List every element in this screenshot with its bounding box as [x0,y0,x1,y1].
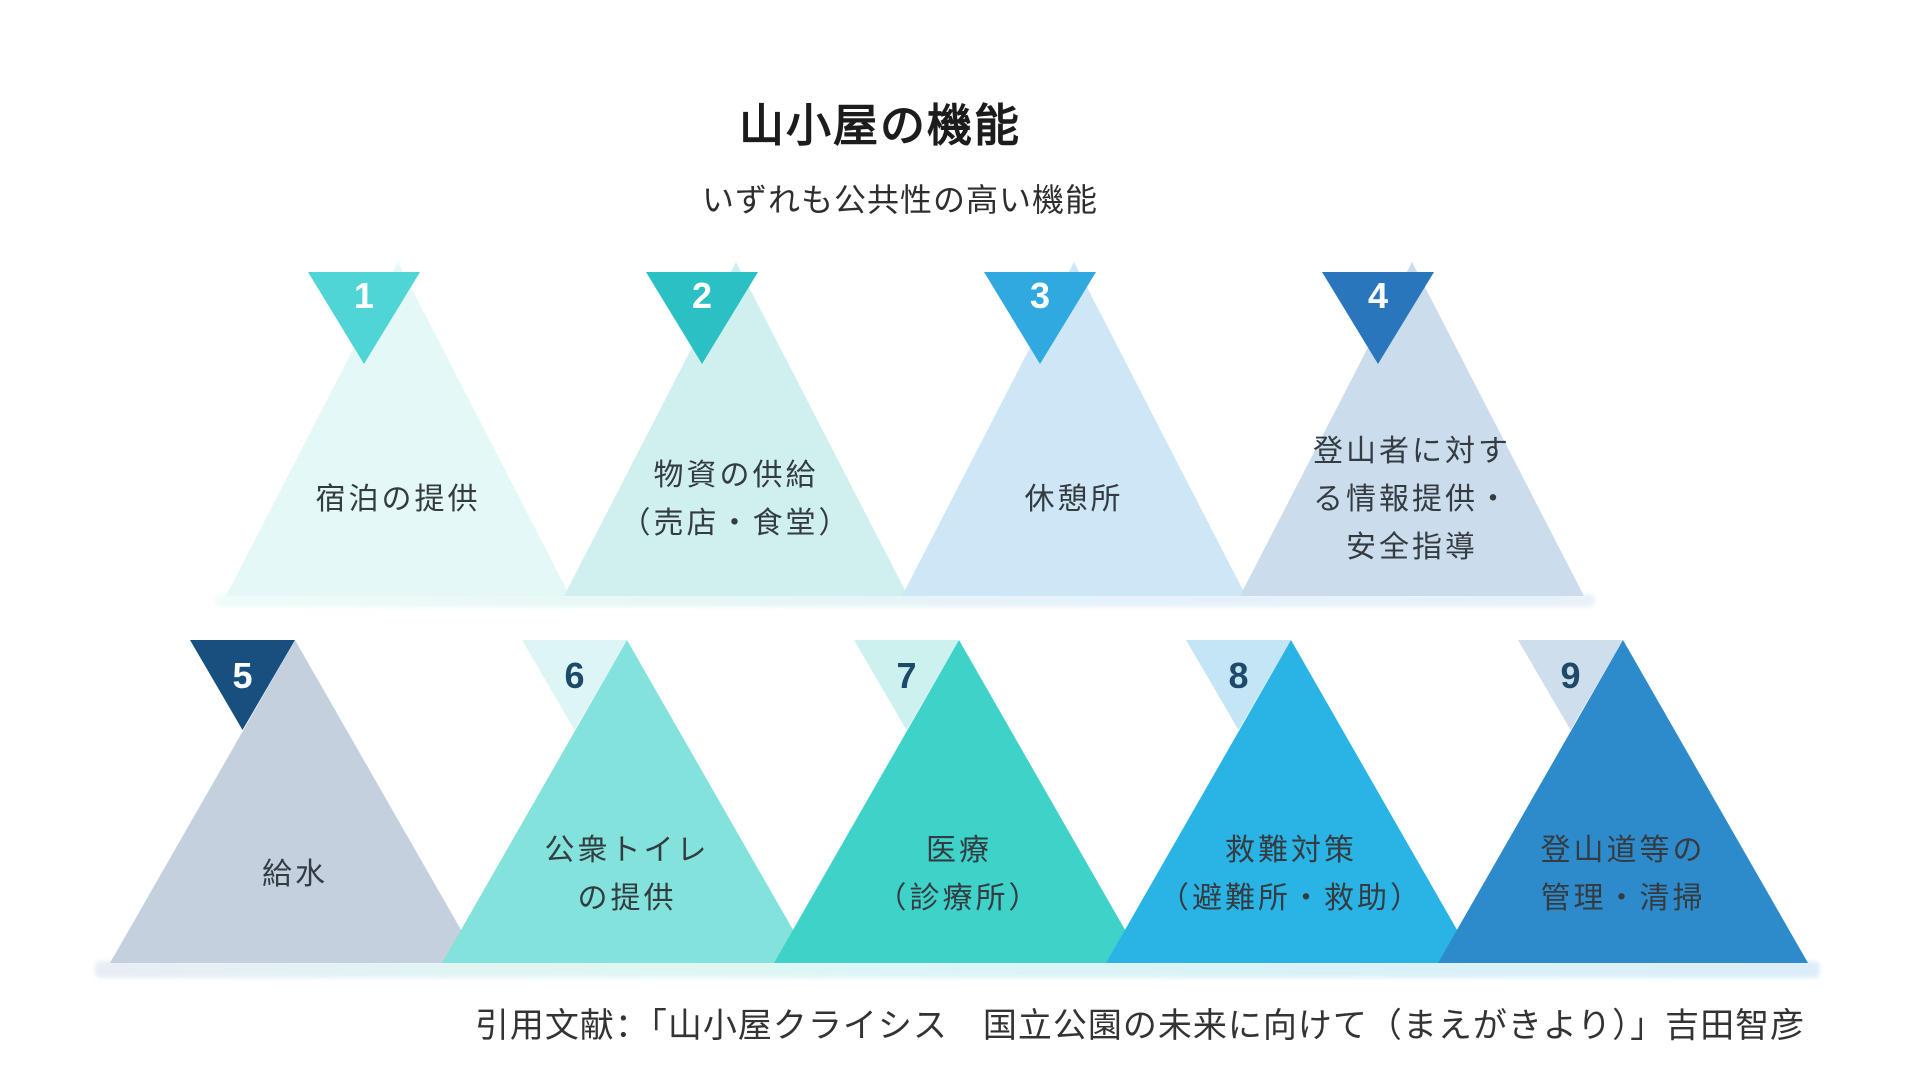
badge-number: 1 [353,275,375,316]
triangle-label: 登山道等の管理・清掃 [1413,815,1833,935]
triangle-label-line: 宿泊の提供 [315,483,481,516]
triangle-label: 登山者に対する情報提供・安全指導 [1202,416,1622,584]
triangle-label-line: 救難対策 [1225,834,1357,867]
triangle-label-line: 物資の供給 [653,459,819,492]
triangle-label-line: 登山者に対す [1313,435,1511,468]
triangle-label-line: （診療所） [876,882,1042,915]
badge-number: 9 [1560,655,1581,696]
badge-number: 7 [896,655,917,696]
badge-number: 3 [1029,275,1051,316]
triangle-label-line: 安全指導 [1346,531,1478,564]
badge-number: 5 [232,655,253,696]
page-subtitle: いずれも公共性の高い機能 [701,182,1098,218]
triangle-label: 医療 （診療所） [749,815,1169,935]
badge-number: 2 [691,275,713,316]
badge-number: 6 [564,655,585,696]
triangle-label-line: 管理・清掃 [1540,882,1706,915]
triangle-label-line: （売店・食堂） [620,507,852,540]
triangle-label-line: の提供 [577,882,677,915]
triangle-label-line: る情報提供・ [1313,483,1511,516]
triangle-label: 休憩所 [864,464,1284,536]
triangle-label: 公衆トイレの提供 [417,815,837,935]
triangle-label-line: 登山道等の [1540,834,1706,867]
row2-base-glow [95,961,1820,978]
page-title: 山小屋の機能 [738,100,1021,151]
citation-footer: 引用文献：「山小屋クライシス 国立公園の未来に向けて（まえがきより）」吉田智彦 [474,1007,1806,1045]
triangle-label-line: 公衆トイレ [544,834,710,867]
row1-base-glow [215,594,1595,607]
triangle-label-line: 休憩所 [1024,483,1124,516]
triangle-label-line: （避難所・救助） [1159,882,1423,915]
triangle-label: 救難対策 （避難所・救助） [1081,815,1501,935]
badge-number: 8 [1228,655,1249,696]
triangle-label-line: 医療 [926,834,992,867]
badge-number: 4 [1367,275,1389,316]
triangle-label-line: 給水 [262,858,328,891]
triangle-label: 物資の供給 （売店・食堂） [526,440,946,560]
triangle-label: 宿泊の提供 [188,464,608,536]
triangle-label: 給水 [85,839,505,911]
